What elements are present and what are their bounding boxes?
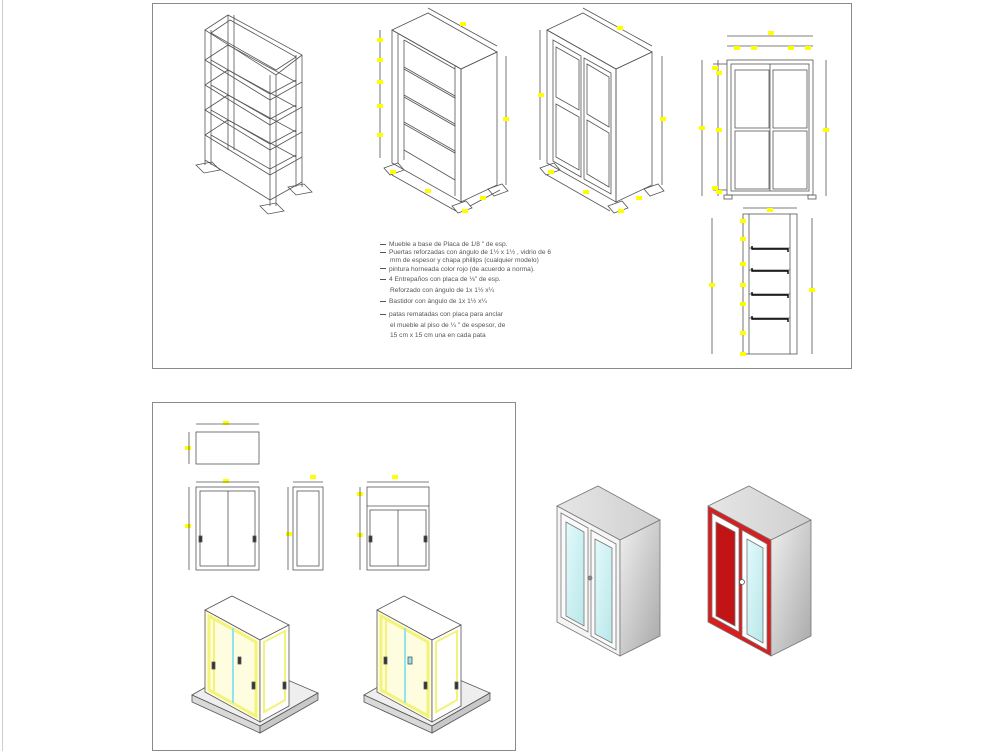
- iso-cabinet-left: [191, 595, 319, 734]
- note-line: 15 cm x 15 cm una en cada pata: [390, 331, 486, 339]
- shelf-brackets: [751, 246, 789, 322]
- iso-cabinet-right: [363, 595, 491, 734]
- side-view-drawing: [287, 481, 324, 571]
- note-line: Mueble a base de Placa de 1/8 " de esp.: [380, 241, 620, 249]
- open-shelf-cabinet-drawing: [379, 7, 509, 214]
- dimension-markers: [185, 22, 829, 537]
- frame-skeleton-drawing: [195, 14, 313, 215]
- front-view-with-top-drawing: [359, 481, 430, 571]
- note-line: mm de espesor y chapa phillips (cualquie…: [390, 257, 539, 265]
- front-elevation-drawing: [701, 35, 827, 200]
- note-line: pintura horneada color rojo (de acuerdo …: [380, 266, 620, 274]
- note-line: Bastidor con ángulo de 1x 1½ x¼: [380, 298, 620, 306]
- note-line: el mueble al piso de ¼ " de espesor, de: [390, 321, 506, 329]
- rendered-grey-cabinet: [556, 485, 661, 657]
- note-line: Puertas reforzadas con ángulo de 1½ x 1½…: [380, 249, 620, 257]
- top-view-drawing: [188, 423, 260, 465]
- note-line: patas rematadas con placa para anclar: [380, 311, 620, 319]
- note-line: Reforzado con ángulo de 1x 1½ x¼: [390, 287, 495, 295]
- side-section-drawing: [711, 207, 813, 355]
- left-edge-line: [2, 0, 3, 751]
- closed-door-cabinet-drawing: [539, 7, 665, 214]
- specification-notes: Mueble a base de Placa de 1/8 " de esp. …: [380, 241, 620, 340]
- front-view-drawing: [188, 481, 260, 571]
- note-line: 4 Entrepaños con placa de ⅛" de esp.: [380, 276, 620, 284]
- rendered-red-cabinet: [707, 485, 812, 657]
